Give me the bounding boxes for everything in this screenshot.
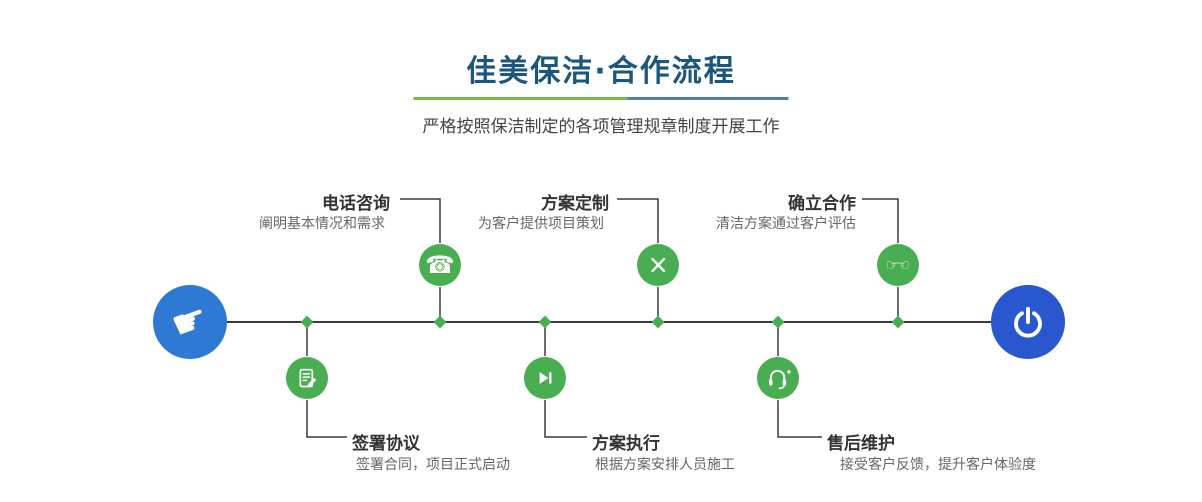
step-title-establish-coop: 确立合作 — [788, 194, 856, 214]
step-node-design — [637, 244, 679, 286]
step-desc-establish-coop: 清洁方案通过客户评估 — [716, 216, 856, 232]
contract-icon — [296, 367, 319, 390]
step-desc-plan-design: 为客户提供项目策划 — [478, 216, 604, 232]
flow-start-node: ☛ — [153, 285, 227, 359]
hand-pointer-icon: ☛ — [165, 294, 215, 350]
step-title-aftersale: 售后维护 — [827, 434, 895, 454]
title-underline — [413, 97, 789, 100]
step-desc-phone-consult: 阐明基本情况和需求 — [259, 216, 385, 232]
step-title-plan-design: 方案定制 — [541, 194, 609, 214]
step-title-plan-execute: 方案执行 — [592, 434, 660, 454]
power-icon — [1010, 304, 1046, 340]
underline-green-segment — [413, 97, 628, 100]
phone-icon: ☎ — [425, 251, 455, 279]
step-node-execute — [524, 357, 566, 399]
step-node-contract — [286, 357, 328, 399]
flow-end-node — [991, 285, 1065, 359]
handshake-icon: ☞☜ — [886, 255, 910, 274]
headset-icon — [766, 367, 791, 390]
step-title-phone-consult: 电话咨询 — [322, 194, 390, 214]
underline-blue-segment — [627, 97, 789, 100]
step-node-phone: ☎ — [419, 244, 461, 286]
step-node-aftersale — [757, 357, 799, 399]
step-node-handshake: ☞☜ — [877, 244, 919, 286]
execute-icon — [535, 368, 555, 388]
design-icon — [647, 254, 669, 276]
step-desc-plan-execute: 根据方案安排人员施工 — [595, 457, 735, 473]
step-desc-aftersale: 接受客户反馈，提升客户体验度 — [840, 457, 1036, 473]
step-desc-sign-agreement: 签署合同，项目正式启动 — [356, 457, 510, 473]
page-subtitle: 严格按照保洁制定的各项管理规章制度开展工作 — [422, 117, 780, 137]
page-title: 佳美保洁·合作流程 — [466, 54, 736, 89]
step-title-sign-agreement: 签署协议 — [352, 434, 420, 454]
